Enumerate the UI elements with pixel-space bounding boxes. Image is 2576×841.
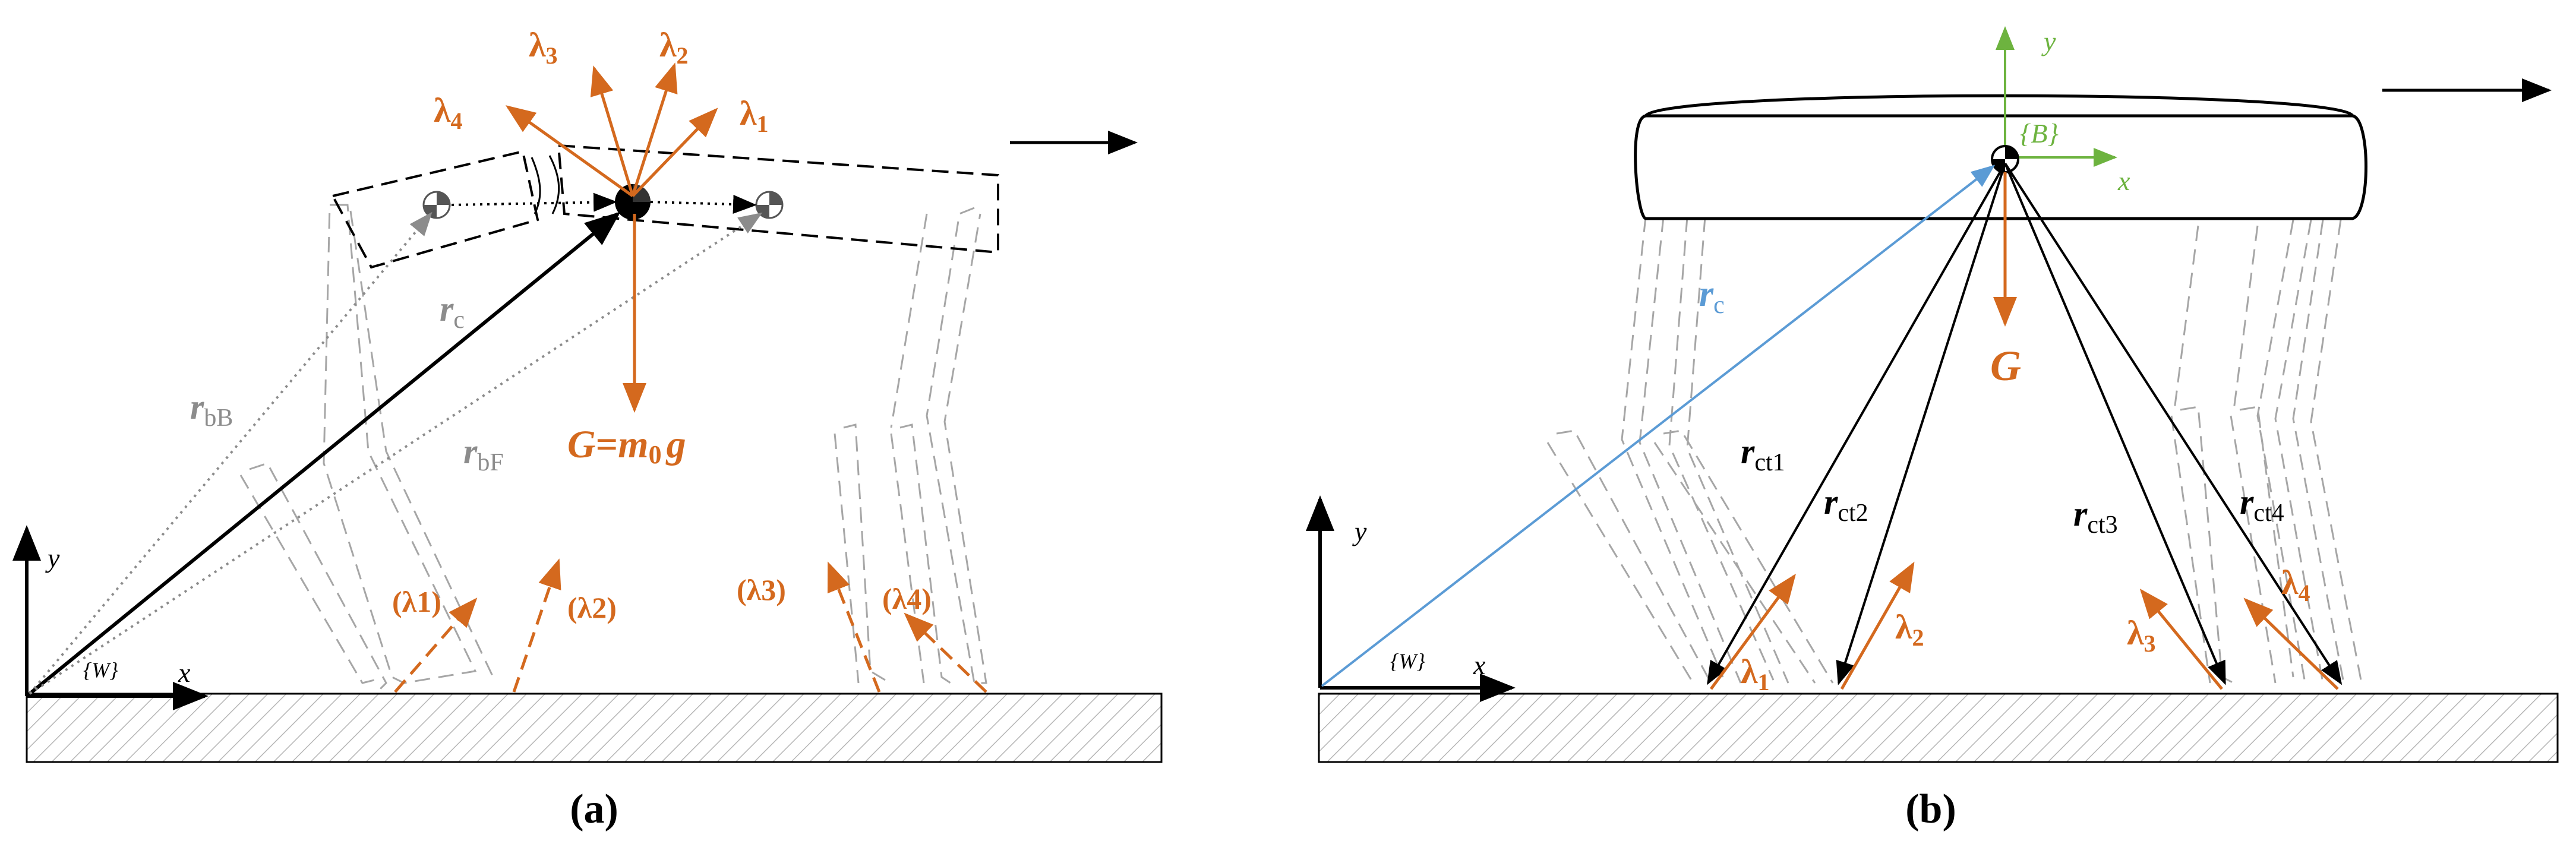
lambda4-label-a: λ4 bbox=[434, 91, 463, 134]
rbB-label-a: rbB bbox=[190, 387, 233, 432]
rct3-label-b: rct3 bbox=[2073, 494, 2118, 539]
lambda1-label-a: λ1 bbox=[740, 94, 769, 137]
lambda3-label-b: λ3 bbox=[2127, 614, 2156, 657]
legs-b bbox=[1546, 216, 2363, 684]
panel-b: y x {W} y x bbox=[1306, 26, 2559, 832]
lambda2-label-a: λ2 bbox=[659, 26, 689, 69]
rc-label-a: rc bbox=[440, 289, 465, 334]
lambda1-label-b: λ1 bbox=[1741, 652, 1770, 695]
rbF-label-a: rbF bbox=[463, 432, 504, 476]
force-vectors-a bbox=[505, 62, 718, 198]
ground-a bbox=[26, 693, 1163, 763]
rct2-label-b: rct2 bbox=[1824, 482, 1868, 527]
com-front-a bbox=[755, 191, 784, 219]
world-frame-label-b: {W} bbox=[1390, 649, 1425, 673]
caption-a: (a) bbox=[570, 786, 618, 832]
world-y-label-a: y bbox=[45, 543, 60, 573]
com-back-a bbox=[422, 191, 451, 219]
body-y-label-b: y bbox=[2041, 26, 2056, 56]
rc-vector-a bbox=[29, 211, 621, 695]
ground-lambda1-label-a: (λ1) bbox=[392, 585, 441, 618]
ground-lambda3-label-a: (λ3) bbox=[737, 573, 786, 606]
lambda4-label-b: λ4 bbox=[2281, 563, 2310, 606]
contact-vectors-b bbox=[1707, 162, 2343, 685]
lambda2-label-b: λ2 bbox=[1895, 608, 1924, 651]
rbB-vector-a bbox=[29, 211, 433, 695]
ground-lambda4-label-a: (λ4) bbox=[882, 582, 932, 615]
world-x-label-b: x bbox=[1473, 650, 1486, 680]
world-y-label-b: y bbox=[1352, 516, 1367, 546]
gravity-label-b: G bbox=[1990, 342, 2021, 390]
com-main-a bbox=[615, 184, 651, 220]
ground-forces-a bbox=[394, 558, 987, 693]
rct1-label-b: rct1 bbox=[1741, 432, 1785, 476]
rc-vector-b bbox=[1321, 165, 1996, 687]
body-frame-label-b: {B} bbox=[2020, 118, 2059, 148]
rct4-label-b: rct4 bbox=[2240, 482, 2284, 527]
body-rect-a bbox=[330, 144, 999, 269]
ground-lambda2-label-a: (λ2) bbox=[567, 591, 617, 624]
rc-label-b: rc bbox=[1699, 274, 1725, 319]
panel-a: y x {W} bbox=[12, 26, 1163, 832]
ground-forces-b bbox=[1709, 561, 2339, 690]
rbF-vector-a bbox=[29, 212, 763, 695]
world-x-label-a: x bbox=[178, 657, 191, 688]
world-frame-label-a: {W} bbox=[83, 658, 118, 682]
body-x-label-b: x bbox=[2117, 166, 2130, 196]
caption-b: (b) bbox=[1905, 786, 1956, 832]
lambda3-label-a: λ3 bbox=[529, 26, 558, 69]
ground-b bbox=[1318, 693, 2559, 763]
com-b bbox=[1991, 145, 2019, 173]
